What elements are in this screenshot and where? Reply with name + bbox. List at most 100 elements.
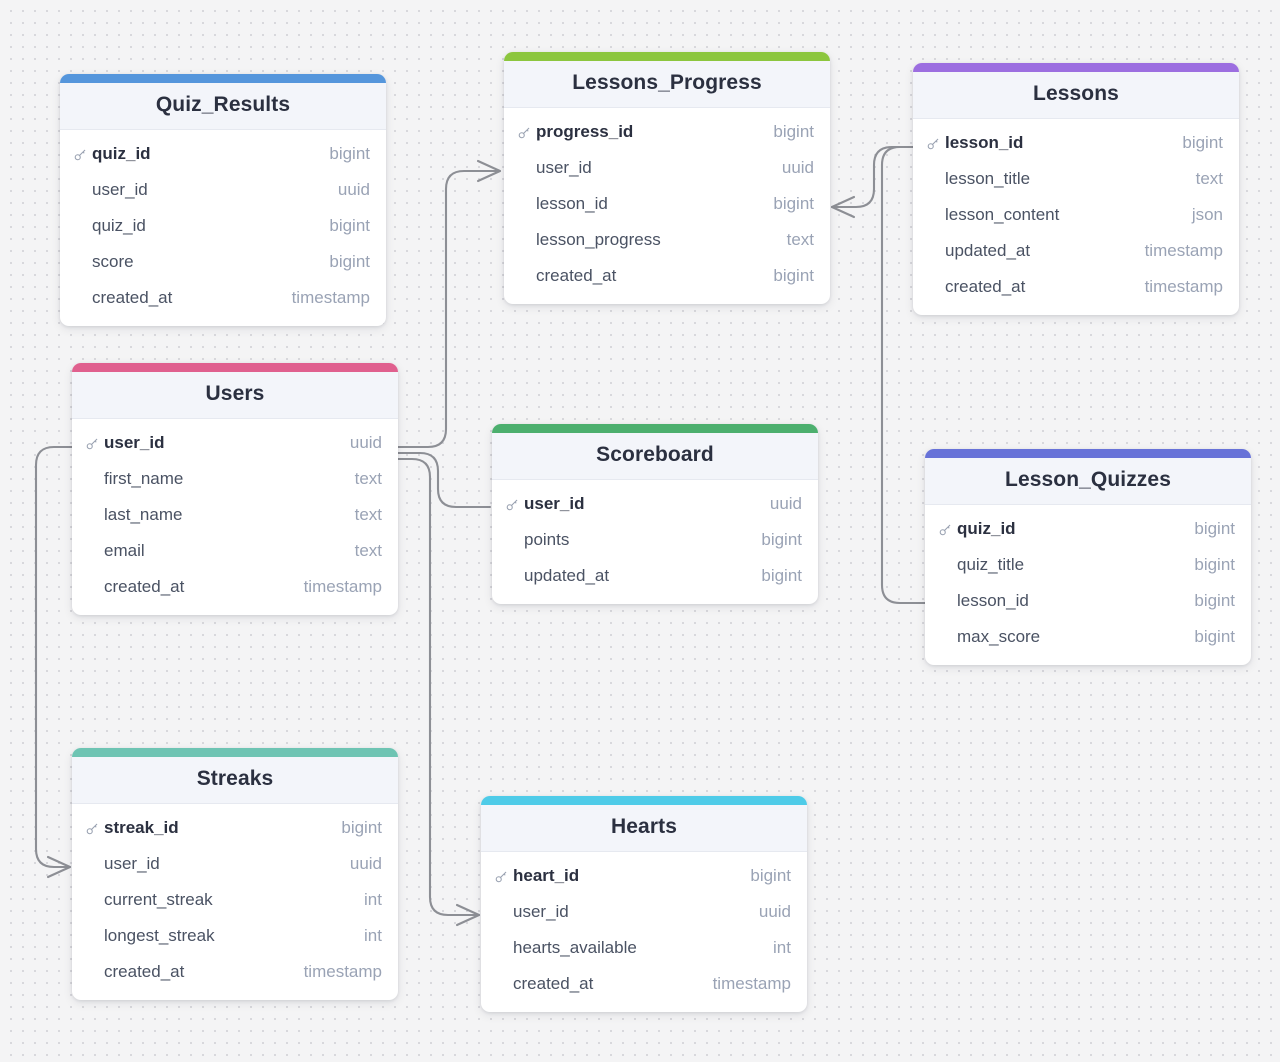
column-type: json (1191, 205, 1223, 224)
column-row[interactable]: updated_at bigint (492, 558, 818, 594)
column-name: created_at (536, 266, 617, 285)
table-card-hearts[interactable]: Hearts heart_id bigint user_id uuid hear… (481, 796, 807, 1012)
column-row[interactable]: points bigint (492, 522, 818, 558)
column-row[interactable]: created_at timestamp (913, 269, 1239, 305)
column-row[interactable]: user_id uuid (504, 150, 830, 186)
edge-users-to-lessons-progress (396, 169, 502, 449)
column-row[interactable]: quiz_id bigint (60, 208, 386, 244)
column-type: uuid (349, 854, 382, 873)
column-name: points (524, 530, 570, 549)
table-title-scoreboard: Scoreboard (492, 433, 818, 480)
column-row[interactable]: lesson_id bigint (925, 583, 1251, 619)
column-type: text (786, 230, 814, 249)
crowsfoot-hearts-user (455, 903, 481, 927)
primary-key-icon (506, 498, 524, 511)
column-row[interactable]: quiz_id bigint (925, 511, 1251, 547)
column-list-quiz-results: quiz_id bigint user_id uuid quiz_id bigi… (60, 130, 386, 326)
column-type: uuid (349, 433, 382, 452)
column-type: bigint (761, 530, 802, 549)
column-row[interactable]: lesson_content json (913, 197, 1239, 233)
table-title-lessons-progress: Lessons_Progress (504, 61, 830, 108)
accent-bar-scoreboard (492, 424, 818, 433)
column-name: lesson_id (536, 194, 608, 213)
column-name: quiz_id (92, 144, 151, 163)
column-name: user_id (104, 433, 165, 452)
primary-key-icon (86, 437, 104, 450)
column-row[interactable]: updated_at timestamp (913, 233, 1239, 269)
column-row[interactable]: user_id uuid (481, 894, 807, 930)
column-row[interactable]: max_score bigint (925, 619, 1251, 655)
column-name: score (92, 252, 134, 271)
table-card-users[interactable]: Users user_id uuid first_name text last_… (72, 363, 398, 615)
column-name: first_name (104, 469, 184, 488)
column-list-lessons-progress: progress_id bigint user_id uuid lesson_i… (504, 108, 830, 304)
column-type: bigint (773, 266, 814, 285)
column-type: uuid (337, 180, 370, 199)
column-row[interactable]: created_at timestamp (481, 966, 807, 1002)
column-type: bigint (750, 866, 791, 885)
column-type: int (773, 938, 791, 957)
accent-bar-streaks (72, 748, 398, 757)
column-row[interactable]: current_streak int (72, 882, 398, 918)
column-row[interactable]: lesson_progress text (504, 222, 830, 258)
column-row[interactable]: user_id uuid (60, 172, 386, 208)
column-row[interactable]: streak_id bigint (72, 810, 398, 846)
column-row[interactable]: lesson_id bigint (504, 186, 830, 222)
primary-key-icon (518, 126, 536, 139)
column-row[interactable]: quiz_id bigint (60, 136, 386, 172)
column-name: lesson_title (945, 169, 1031, 188)
table-card-scoreboard[interactable]: Scoreboard user_id uuid points bigint up… (492, 424, 818, 604)
column-name: hearts_available (513, 938, 637, 957)
column-row[interactable]: longest_streak int (72, 918, 398, 954)
column-name: created_at (513, 974, 594, 993)
column-row[interactable]: email text (72, 533, 398, 569)
table-title-users: Users (72, 372, 398, 419)
column-type: bigint (1194, 591, 1235, 610)
column-name: created_at (104, 962, 185, 981)
column-row[interactable]: hearts_available int (481, 930, 807, 966)
column-row[interactable]: last_name text (72, 497, 398, 533)
column-type: bigint (341, 818, 382, 837)
column-name: user_id (524, 494, 585, 513)
column-name: heart_id (513, 866, 580, 885)
column-type: timestamp (712, 974, 791, 993)
column-name: max_score (957, 627, 1041, 646)
column-row[interactable]: created_at timestamp (72, 569, 398, 605)
column-row[interactable]: first_name text (72, 461, 398, 497)
column-row[interactable]: user_id uuid (492, 486, 818, 522)
table-card-lessons[interactable]: Lessons lesson_id bigint lesson_title te… (913, 63, 1239, 315)
column-name: user_id (104, 854, 160, 873)
column-name: created_at (92, 288, 173, 307)
column-row[interactable]: user_id uuid (72, 425, 398, 461)
table-card-lesson-quizzes[interactable]: Lesson_Quizzes quiz_id bigint quiz_title… (925, 449, 1251, 665)
column-row[interactable]: quiz_title bigint (925, 547, 1251, 583)
column-type: bigint (1194, 519, 1235, 538)
primary-key-icon (86, 822, 104, 835)
crowsfoot-lessons-progress-user (476, 159, 502, 183)
column-row[interactable]: lesson_id bigint (913, 125, 1239, 161)
column-row[interactable]: created_at timestamp (60, 280, 386, 316)
column-name: created_at (945, 277, 1026, 296)
column-type: int (364, 926, 382, 945)
column-name: user_id (513, 902, 569, 921)
column-row[interactable]: lesson_title text (913, 161, 1239, 197)
column-type: bigint (761, 566, 802, 585)
column-row[interactable]: created_at timestamp (72, 954, 398, 990)
table-card-lessons-progress[interactable]: Lessons_Progress progress_id bigint user… (504, 52, 830, 304)
column-list-scoreboard: user_id uuid points bigint updated_at bi… (492, 480, 818, 604)
table-title-lessons: Lessons (913, 72, 1239, 119)
column-row[interactable]: heart_id bigint (481, 858, 807, 894)
primary-key-icon (74, 148, 92, 161)
primary-key-icon (927, 137, 945, 150)
column-row[interactable]: user_id uuid (72, 846, 398, 882)
primary-key-icon (495, 870, 513, 883)
column-row[interactable]: created_at bigint (504, 258, 830, 294)
column-row[interactable]: score bigint (60, 244, 386, 280)
column-type: text (1195, 169, 1223, 188)
column-list-users: user_id uuid first_name text last_name t… (72, 419, 398, 615)
table-card-quiz-results[interactable]: Quiz_Results quiz_id bigint user_id uuid… (60, 74, 386, 326)
column-row[interactable]: progress_id bigint (504, 114, 830, 150)
table-card-streaks[interactable]: Streaks streak_id bigint user_id uuid cu… (72, 748, 398, 1000)
column-type: bigint (773, 194, 814, 213)
